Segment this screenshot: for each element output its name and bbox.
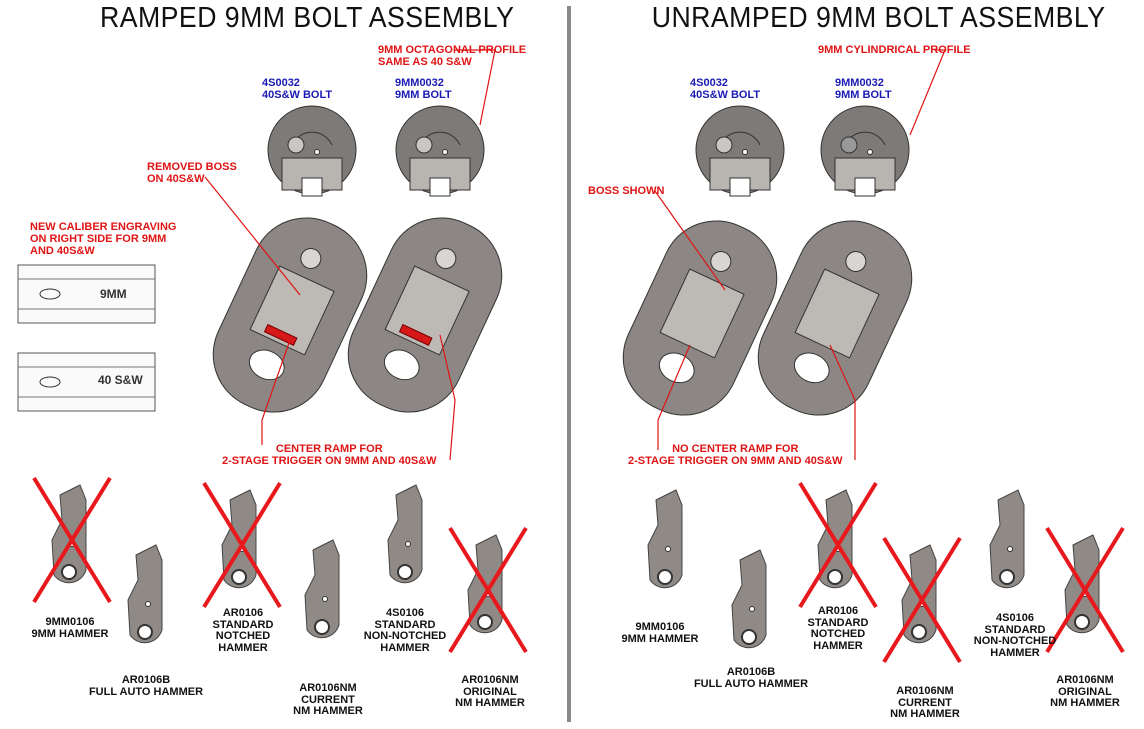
right-hammer-6-pivot-hole: [1074, 614, 1090, 630]
leader-profile-left: [455, 49, 496, 126]
bolt-end-view-9mm-left-slot: [429, 177, 451, 197]
right-hammer-2-pin-hole: [749, 606, 755, 612]
right-boss-note: BOSS SHOWN: [588, 185, 665, 197]
right-title: UNRAMPED 9MM BOLT ASSEMBLY: [651, 2, 1106, 34]
right-hammer-5-pin-hole: [1007, 546, 1013, 552]
panel-divider: [567, 6, 571, 722]
bolt-body-40sw-right-cutout: [658, 352, 695, 384]
bolt-end-view-9mm-right-slot: [854, 177, 876, 197]
bolt-body-40sw-right: [622, 220, 778, 416]
leader-profile-right: [909, 49, 946, 136]
bolt-end-view-9mm-right-boss: [840, 136, 858, 154]
left-title: RAMPED 9MM BOLT ASSEMBLY: [100, 2, 515, 34]
leader-boss-left: [204, 176, 301, 296]
bolt-end-view-40sw-right-slot: [729, 177, 751, 197]
right-hammer-2-pivot-hole: [741, 629, 757, 645]
bolt-body-40sw-right-cam-slot: [659, 268, 745, 359]
left-hammer-2-pivot-hole: [137, 624, 153, 640]
bolt-body-9mm-right-cutout: [793, 352, 830, 384]
engraving-plate-hole-1: [39, 288, 61, 300]
engraving-plate-1: [17, 264, 156, 324]
bolt-end-view-40sw-right-boss: [715, 136, 733, 154]
left-hammer-4: [304, 539, 340, 639]
left-hammer-6-pivot-hole: [477, 614, 493, 630]
left-hammer-3-pivot-hole: [231, 569, 247, 585]
bolt-body-40sw-left-cutout: [248, 349, 285, 381]
left-hammer-5: [387, 484, 423, 584]
bolt-body-9mm-left-cutout: [383, 349, 420, 381]
bolt-end-view-40sw-left-pin-hole: [314, 149, 320, 155]
right-profile-note: 9MM CYLINDRICAL PROFILE: [818, 44, 971, 56]
left-hammer-1-pivot-hole: [61, 564, 77, 580]
bolt-end-view-9mm-left-pin-hole: [442, 149, 448, 155]
leader-ramp-left-2: [439, 334, 456, 461]
bolt-body-9mm-right-cam-slot: [794, 268, 880, 359]
right-hammer-1: [647, 489, 683, 589]
right-hammer-3-cross-mark-b: [798, 481, 878, 609]
bolt-end-view-9mm-left-boss: [415, 136, 433, 154]
bolt-body-9mm-left-boss: [435, 248, 457, 270]
left-hammer-5-pivot-hole: [397, 564, 413, 580]
bolt-body-40sw-left-boss: [300, 248, 322, 270]
engraving-plate-2: [17, 352, 156, 412]
bolt-body-9mm-right-boss: [845, 251, 867, 273]
bolt-body-9mm-left: [347, 217, 503, 413]
right-hammer-4-pivot-hole: [911, 624, 927, 640]
right-hammer-3-pivot-hole: [827, 569, 843, 585]
bolt-end-view-40sw-left-boss: [287, 136, 305, 154]
engraving-plate-hole-2: [39, 376, 61, 388]
bolt-body-9mm-left-center-ramp: [398, 323, 433, 346]
engraving-9mm: 9MM: [100, 287, 127, 301]
bolt-end-view-9mm-right-pin-hole: [867, 149, 873, 155]
bolt-body-40sw-left-center-ramp: [263, 323, 298, 346]
leader-boss-right: [654, 190, 726, 291]
right-hammer-6-cross-mark-b: [1045, 526, 1125, 654]
leader-ramp-left-1: [261, 339, 291, 445]
left-hammer-1-cross-mark-b: [32, 476, 112, 604]
leader-ramp-right-1: [657, 344, 691, 450]
bolt-body-40sw-left: [212, 217, 368, 413]
bolt-end-view-40sw-right-pin-hole: [742, 149, 748, 155]
left-hammer-3-cross-mark-b: [202, 481, 282, 609]
bolt-body-40sw-right-boss: [710, 251, 732, 273]
right-hammer-2: [731, 549, 767, 649]
leader-ramp-right-2: [829, 344, 856, 460]
left-hammer-6-cross-mark-b: [448, 526, 528, 654]
right-hammer-5: [989, 489, 1025, 589]
right-hammer-5-pivot-hole: [999, 569, 1015, 585]
left-hammer-2: [127, 544, 163, 644]
left-hammer-4-pin-hole: [322, 596, 328, 602]
engraving-40sw: 40 S&W: [98, 373, 143, 387]
right-hammer-1-pivot-hole: [657, 569, 673, 585]
right-hammer-4-cross-mark-b: [882, 536, 962, 664]
left-hammer-2-pin-hole: [145, 601, 151, 607]
bolt-body-9mm-right: [757, 220, 913, 416]
left-hammer-4-pivot-hole: [314, 619, 330, 635]
left-hammer-5-pin-hole: [405, 541, 411, 547]
bolt-end-view-40sw-left-slot: [301, 177, 323, 197]
right-hammer-1-pin-hole: [665, 546, 671, 552]
